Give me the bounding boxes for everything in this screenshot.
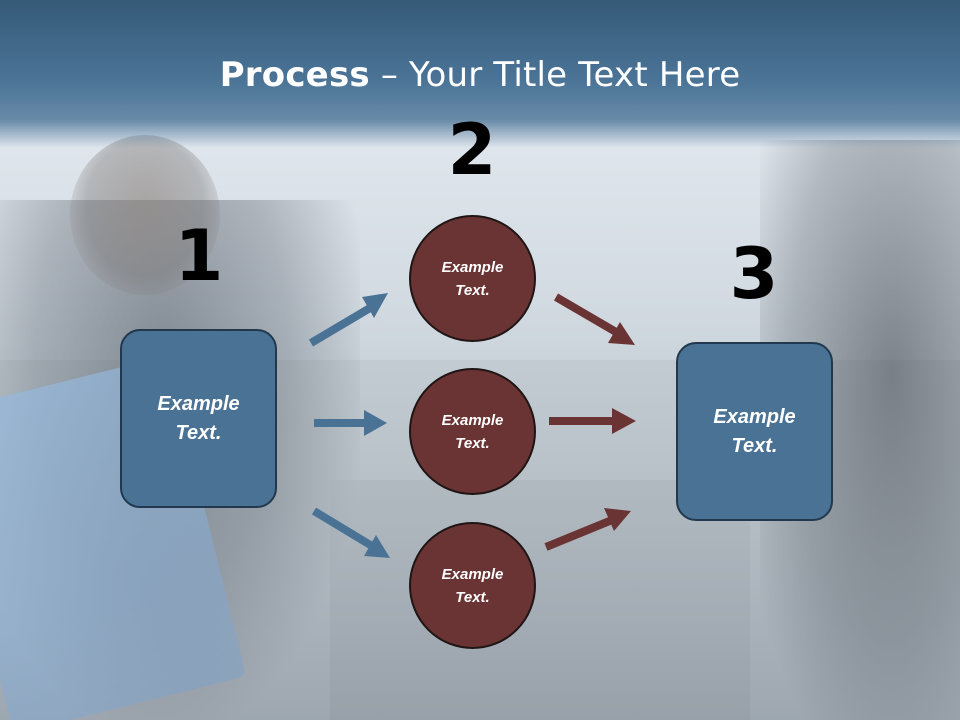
header-band <box>0 0 960 148</box>
step-3-text: Example Text. <box>713 405 796 457</box>
step-1-text: Example Text. <box>157 392 240 444</box>
arrow-left-to-top <box>308 293 388 347</box>
title-bold: Process <box>219 55 370 95</box>
slide-title: Process – Your Title Text Here <box>0 52 960 98</box>
background-person-head <box>70 135 220 295</box>
circle-middle-text: Example Text. <box>441 411 504 452</box>
step-1-box: Example Text. <box>120 329 277 508</box>
step-2-circle-middle: Example Text. <box>409 368 536 495</box>
arrow-left-to-middle <box>314 410 387 436</box>
step-number-2: 2 <box>447 109 497 191</box>
arrow-middle-to-right <box>549 408 636 434</box>
step-2-circle-bottom: Example Text. <box>409 522 536 649</box>
circle-bottom-text: Example Text. <box>441 565 504 606</box>
step-number-3: 3 <box>729 233 779 315</box>
arrow-left-to-bottom <box>311 507 390 558</box>
step-2-circle-top: Example Text. <box>409 215 536 342</box>
arrow-top-to-right <box>553 293 635 345</box>
arrow-bottom-to-right <box>544 508 631 551</box>
background-table <box>330 480 750 720</box>
title-rest: – Your Title Text Here <box>369 55 741 95</box>
circle-top-text: Example Text. <box>441 258 504 299</box>
step-number-1: 1 <box>174 215 224 297</box>
step-3-box: Example Text. <box>676 342 833 521</box>
